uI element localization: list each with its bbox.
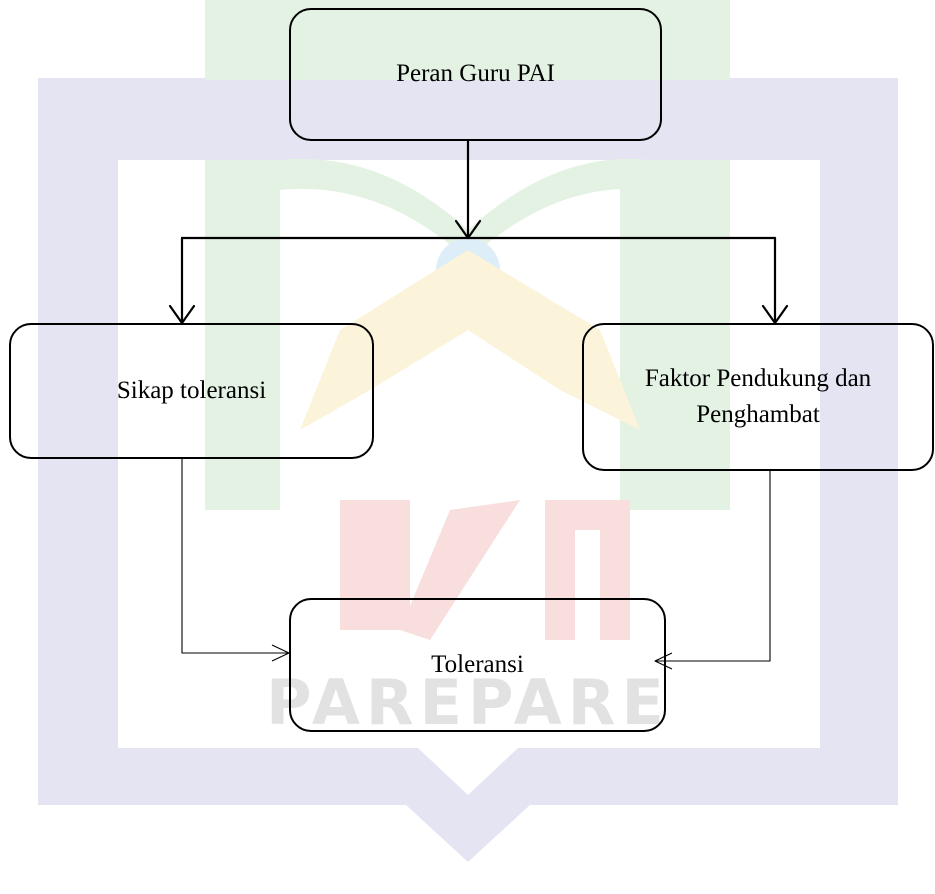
watermark-green-right-pillar xyxy=(620,160,730,510)
node-peran-label: Peran Guru PAI xyxy=(396,60,555,88)
node-sikap-label: Sikap toleransi xyxy=(116,376,267,404)
watermark-green-left-pillar xyxy=(205,160,280,510)
node-sikap-toleransi: Sikap toleransi xyxy=(9,323,374,459)
watermark-text: PAREPARE xyxy=(266,666,670,739)
watermark-yellow-roof xyxy=(300,250,640,430)
node-faktor-pendukung-penghambat: Faktor Pendukung dan Penghambat xyxy=(582,323,934,471)
watermark-red-letters xyxy=(340,500,630,640)
connector-faktor-to-toleransi xyxy=(655,471,771,662)
arrowhead-toleransi-right xyxy=(654,652,673,670)
node-toleransi: Toleransi xyxy=(289,598,666,732)
watermark-green-book xyxy=(280,158,650,260)
node-toleransi-label: Toleransi xyxy=(431,650,524,678)
node-faktor-label: Faktor Pendukung dan Penghambat xyxy=(644,364,872,428)
node-peran-guru-pai: Peran Guru PAI xyxy=(289,8,662,141)
watermark-shield-frame xyxy=(38,78,898,862)
connector-sikap-to-toleransi xyxy=(181,459,289,654)
